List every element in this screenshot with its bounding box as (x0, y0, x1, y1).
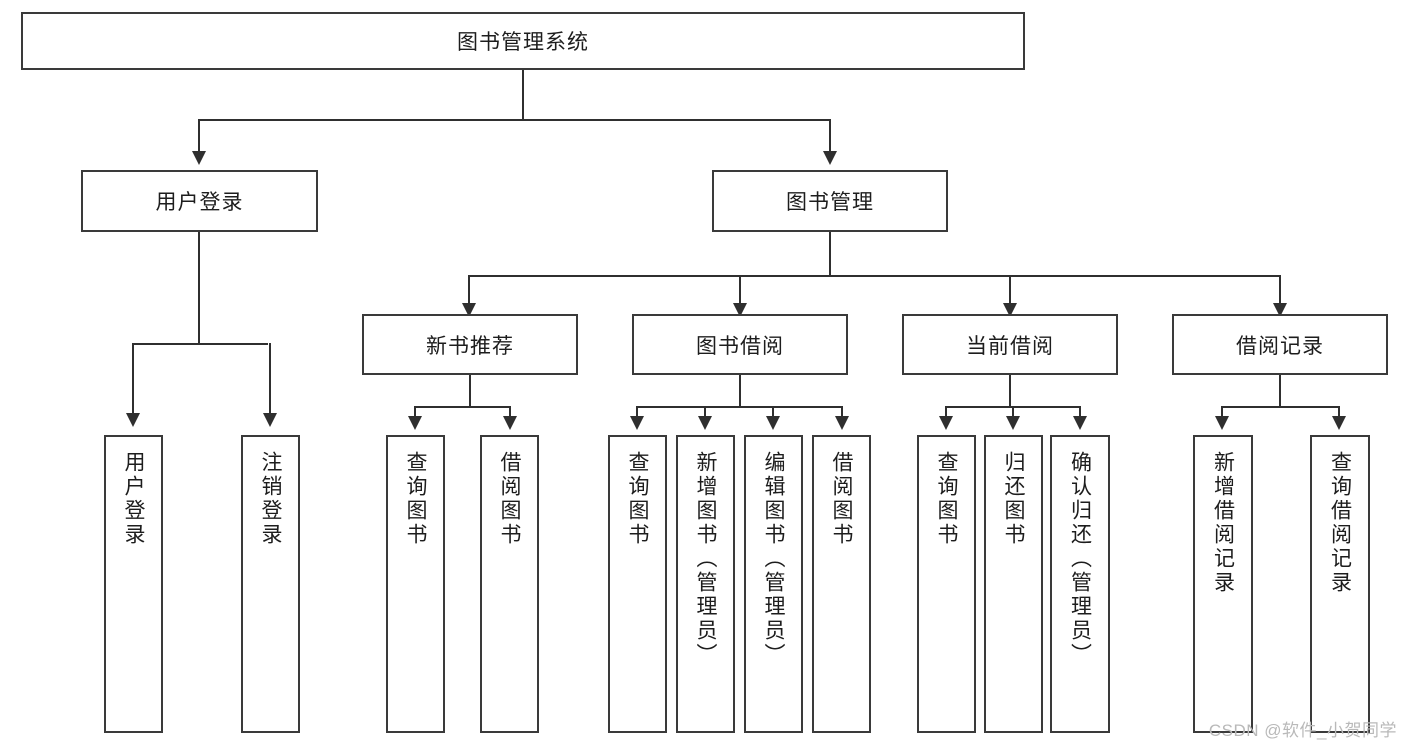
arrow-new-book-to-leaf-0 (408, 416, 422, 430)
edge-user-login-to-leaf-0 (132, 343, 134, 415)
leaf-new-book-borrow[interactable]: 借阅图书 (480, 435, 539, 733)
arrow-new-book-to-leaf-1 (503, 416, 517, 430)
edge-borrow-record-stem (1279, 375, 1281, 407)
node-label: 新书推荐 (426, 334, 514, 358)
edge-current-borrow-to-leaf-0 (945, 406, 947, 418)
node-label: 编辑图书（管理员） (762, 451, 785, 667)
node-label: 归还图书 (1002, 451, 1025, 547)
node-label: 查询图书 (626, 451, 649, 547)
edge-current-borrow-to-leaf-2 (1079, 406, 1081, 418)
edge-book-mgmt-bus (468, 275, 1280, 277)
leaf-book-borrow-edit[interactable]: 编辑图书（管理员） (744, 435, 803, 733)
leaf-new-book-query[interactable]: 查询图书 (386, 435, 445, 733)
arrow-borrow-record-to-leaf-1 (1332, 416, 1346, 430)
arrow-current-borrow-to-leaf-0 (939, 416, 953, 430)
arrow-book-borrow-to-leaf-2 (766, 416, 780, 430)
node-label: 当前借阅 (966, 334, 1054, 358)
arrow-borrow-record-to-leaf-0 (1215, 416, 1229, 430)
arrow-book-mgmt-to-l3-2 (1003, 303, 1017, 317)
node-new-book-recommend[interactable]: 新书推荐 (362, 314, 578, 375)
leaf-book-borrow-add[interactable]: 新增图书（管理员） (676, 435, 735, 733)
edge-book-borrow-to-leaf-3 (841, 406, 843, 418)
edge-new-book-bus (414, 406, 511, 408)
arrow-current-borrow-to-leaf-1 (1006, 416, 1020, 430)
edge-root-to-user-login (198, 119, 200, 153)
edge-book-mgmt-stem (829, 232, 831, 276)
arrow-book-mgmt-to-l3-1 (733, 303, 747, 317)
node-label: 图书借阅 (696, 334, 784, 358)
node-label: 借阅图书 (498, 451, 521, 547)
edge-borrow-record-to-leaf-0 (1221, 406, 1223, 418)
arrow-book-borrow-to-leaf-3 (835, 416, 849, 430)
edge-root-stem (522, 70, 524, 120)
node-label: 查询图书 (935, 451, 958, 547)
edge-book-mgmt-to-l3-1 (739, 275, 741, 305)
watermark-text: CSDN @软件_小贺同学 (1208, 721, 1397, 740)
arrow-book-borrow-to-leaf-0 (630, 416, 644, 430)
node-book-borrow[interactable]: 图书借阅 (632, 314, 848, 375)
leaf-borrow-record-add[interactable]: 新增借阅记录 (1193, 435, 1253, 733)
edge-user-login-to-leaf-1 (269, 343, 271, 415)
leaf-user-login-login[interactable]: 用户登录 (104, 435, 163, 733)
edge-user-login-bus (132, 343, 268, 345)
leaf-current-borrow-query[interactable]: 查询图书 (917, 435, 976, 733)
leaf-user-login-logout[interactable]: 注销登录 (241, 435, 300, 733)
node-book-management[interactable]: 图书管理 (712, 170, 948, 232)
node-label: 查询图书 (404, 451, 427, 547)
node-label: 确认归还（管理员） (1068, 451, 1092, 667)
edge-book-mgmt-to-l3-2 (1009, 275, 1011, 305)
node-label: 用户登录 (122, 451, 145, 547)
arrow-book-mgmt-to-l3-0 (462, 303, 476, 317)
edge-book-mgmt-to-l3-0 (468, 275, 470, 305)
edge-book-mgmt-to-l3-3 (1279, 275, 1281, 305)
arrow-current-borrow-to-leaf-2 (1073, 416, 1087, 430)
leaf-book-borrow-query[interactable]: 查询图书 (608, 435, 667, 733)
edge-new-book-to-leaf-0 (414, 406, 416, 418)
edge-book-borrow-to-leaf-0 (636, 406, 638, 418)
edge-current-borrow-to-leaf-1 (1012, 406, 1014, 418)
node-label: 新增图书（管理员） (694, 451, 717, 667)
edge-book-borrow-stem (739, 375, 741, 407)
node-current-borrow[interactable]: 当前借阅 (902, 314, 1118, 375)
edge-book-borrow-bus (636, 406, 843, 408)
edge-current-borrow-stem (1009, 375, 1011, 407)
leaf-borrow-record-query[interactable]: 查询借阅记录 (1310, 435, 1370, 733)
node-label: 借阅记录 (1236, 334, 1324, 358)
arrow-book-borrow-to-leaf-1 (698, 416, 712, 430)
node-user-login[interactable]: 用户登录 (81, 170, 318, 232)
edge-book-borrow-to-leaf-1 (704, 406, 706, 418)
arrow-user-login-to-leaf-1 (263, 413, 277, 427)
leaf-current-borrow-return[interactable]: 归还图书 (984, 435, 1043, 733)
leaf-book-borrow-borrow[interactable]: 借阅图书 (812, 435, 871, 733)
edge-borrow-record-bus (1221, 406, 1339, 408)
node-borrow-record[interactable]: 借阅记录 (1172, 314, 1388, 375)
edge-root-to-book-mgmt (829, 119, 831, 153)
node-root-system[interactable]: 图书管理系统 (21, 12, 1025, 70)
arrow-root-to-book-mgmt (823, 151, 837, 165)
edge-new-book-stem (469, 375, 471, 407)
node-label: 新增借阅记录 (1211, 451, 1235, 595)
node-label: 借阅图书 (830, 451, 853, 547)
edge-new-book-to-leaf-1 (509, 406, 511, 418)
arrow-book-mgmt-to-l3-3 (1273, 303, 1287, 317)
arrow-root-to-user-login (192, 151, 206, 165)
node-label: 注销登录 (259, 451, 282, 547)
node-label: 查询借阅记录 (1328, 451, 1352, 595)
node-label: 图书管理 (786, 191, 874, 214)
node-label: 用户登录 (155, 191, 244, 214)
edge-book-borrow-to-leaf-2 (772, 406, 774, 418)
edge-borrow-record-to-leaf-1 (1338, 406, 1340, 418)
arrow-user-login-to-leaf-0 (126, 413, 140, 427)
leaf-current-borrow-confirm-return[interactable]: 确认归还（管理员） (1050, 435, 1110, 733)
node-label: 图书管理系统 (457, 31, 589, 54)
edge-user-login-stem (198, 232, 200, 344)
edge-root-bus (198, 119, 830, 121)
